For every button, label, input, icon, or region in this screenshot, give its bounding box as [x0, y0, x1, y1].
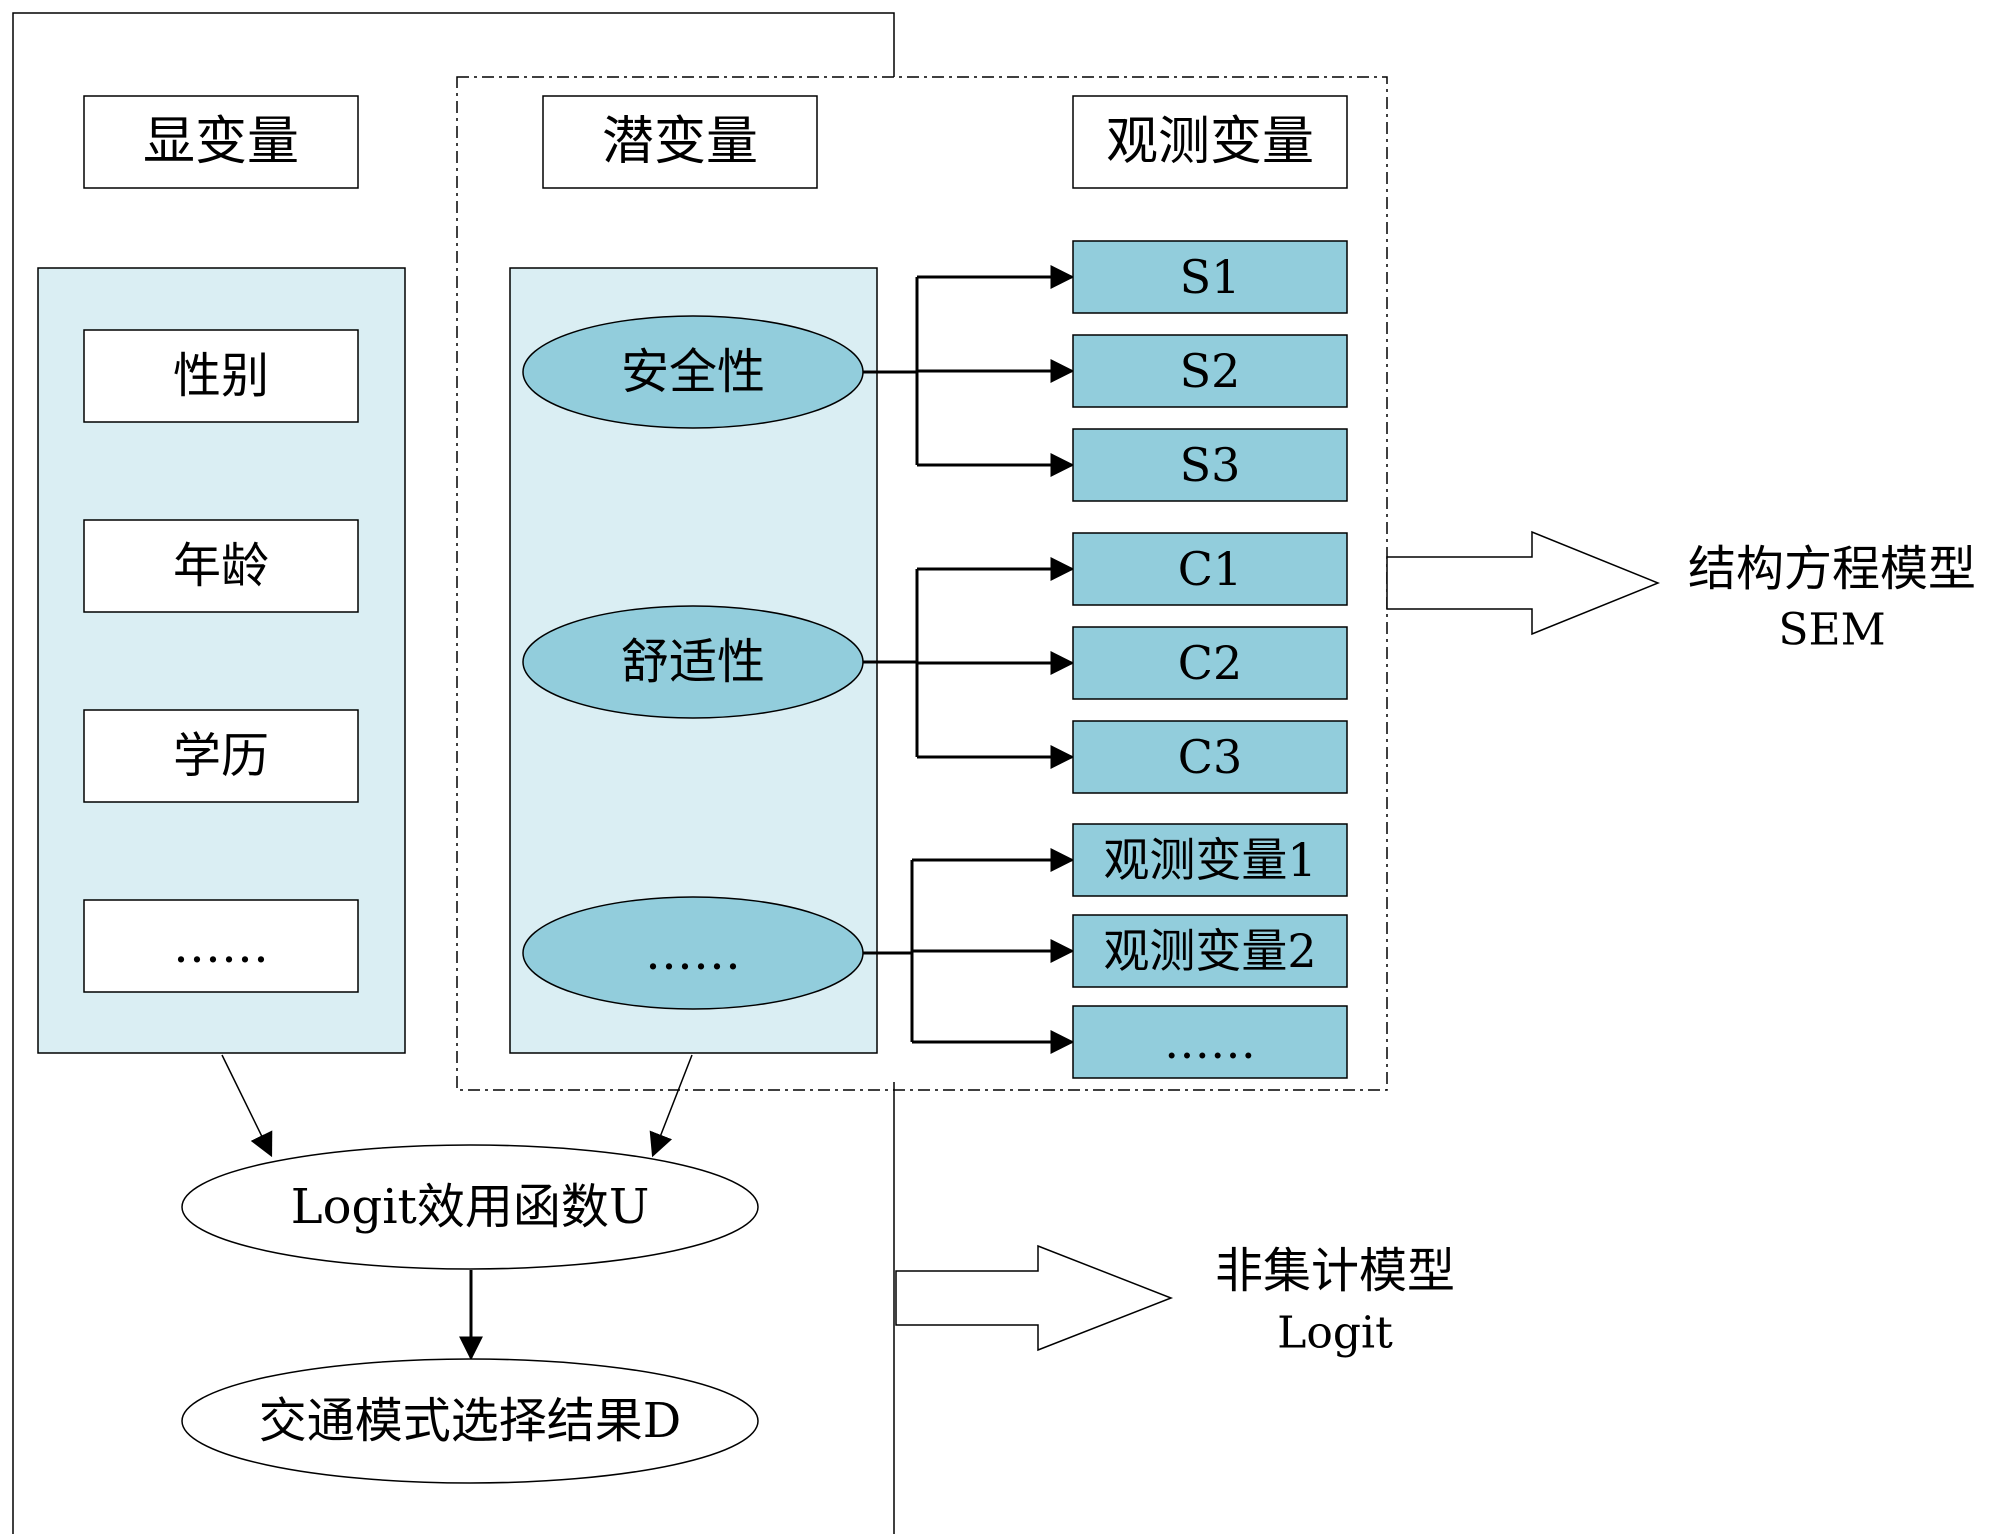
- sem-title: 结构方程模型: [1688, 541, 1976, 597]
- manifest-header-box: [83, 95, 359, 189]
- observed-variable-box: [1072, 1005, 1348, 1079]
- observed-variable-label: ……: [1164, 1015, 1256, 1069]
- latent-variable-label: ……: [645, 925, 741, 981]
- observed-variable-label: C3: [1178, 730, 1242, 784]
- manifest-to-utility-arrow: [221, 1054, 273, 1158]
- observed-variable-label: S3: [1180, 438, 1241, 492]
- logit-model-frame: [12, 12, 895, 1534]
- manifest-variable-box: [83, 329, 359, 423]
- manifest-variable-box: [83, 899, 359, 993]
- manifest-variable-box: [83, 519, 359, 613]
- observed-variable-box: [1072, 823, 1348, 897]
- latent-header: 潜变量: [602, 112, 758, 172]
- result-label: 交通模式选择结果D: [259, 1393, 682, 1449]
- observed-variable-label: 观测变量2: [1103, 924, 1316, 978]
- observed-variable-label: S1: [1180, 250, 1241, 304]
- manifest-variable-box: [83, 709, 359, 803]
- utility-function-node: [181, 1144, 759, 1270]
- logit-title: 非集计模型: [1215, 1243, 1455, 1299]
- observed-variable-box: [1072, 914, 1348, 988]
- logit-abbr: Logit: [1277, 1308, 1393, 1359]
- manifest-header: 显变量: [143, 112, 299, 172]
- observed-variable-label: 观测变量1: [1103, 833, 1316, 887]
- sem-abbr: SEM: [1778, 605, 1885, 656]
- logit-block-arrow: [895, 1244, 1174, 1352]
- observed-variable-box: [1072, 532, 1348, 606]
- observed-variable-box: [1072, 720, 1348, 794]
- observed-variable-box: [1072, 240, 1348, 314]
- latent-variable-label: 安全性: [621, 344, 765, 400]
- result-node: [181, 1358, 759, 1484]
- manifest-variable-label: ……: [173, 918, 269, 974]
- loading-connectors: [863, 265, 1075, 1054]
- observed-variable-box: [1072, 334, 1348, 408]
- sem-block-arrow: [1386, 530, 1660, 636]
- observed-variable-label: S2: [1180, 344, 1241, 398]
- observed-header: 观测变量: [1106, 112, 1314, 172]
- latent-variable-label: 舒适性: [621, 634, 765, 690]
- observed-variable-box: [1072, 626, 1348, 700]
- observed-variable-box: [1072, 428, 1348, 502]
- observed-header-box: [1072, 95, 1348, 189]
- observed-variable-label: C2: [1178, 636, 1242, 690]
- manifest-variable-label: 年龄: [173, 538, 269, 594]
- utility-function-label: Logit效用函数U: [291, 1179, 650, 1235]
- manifest-variable-label: 学历: [173, 728, 269, 784]
- latent-to-utility-arrow: [649, 1054, 693, 1158]
- manifest-variable-label: 性别: [173, 348, 269, 404]
- latent-header-box: [542, 95, 818, 189]
- observed-variable-label: C1: [1178, 542, 1242, 596]
